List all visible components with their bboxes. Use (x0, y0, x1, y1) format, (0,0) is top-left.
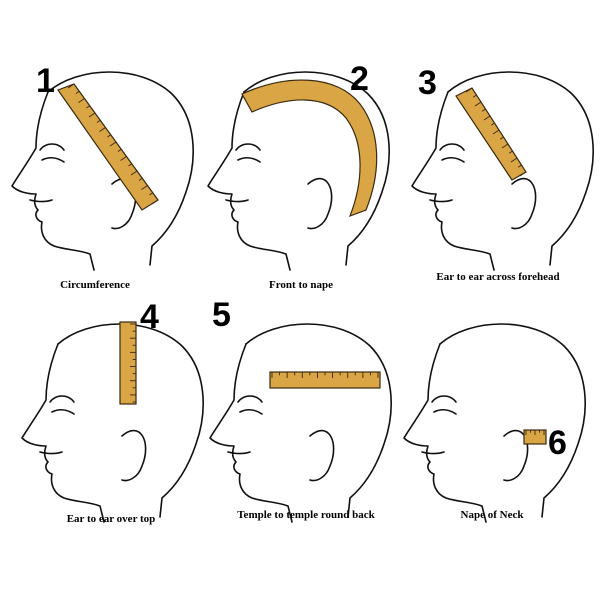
tape-tick (67, 83, 75, 89)
tape-tick (517, 164, 522, 168)
tape-tick (86, 105, 90, 109)
tape-tick (483, 115, 491, 121)
panel-6: 6 (403, 323, 586, 523)
tape-strip (455, 87, 527, 181)
tape-ticks (271, 372, 379, 378)
tape-tick (78, 98, 85, 103)
caption-nape-of-neck: Nape of Neck (461, 509, 525, 521)
tape-tick (117, 148, 122, 152)
panel-4: 4 (21, 298, 204, 523)
measuring-tape (269, 371, 381, 389)
step-number-5: 5 (212, 296, 231, 334)
panel-3: 3 (411, 64, 594, 271)
head-profile (207, 71, 390, 271)
caption-ear-to-ear-over-top: Ear to ear over top (67, 513, 156, 525)
panel-5: 5 (209, 296, 392, 523)
measuring-tape (57, 83, 159, 211)
head-profile (11, 71, 194, 271)
caption-front-to-nape: Front to nape (269, 279, 333, 291)
panel-1: 1 (11, 62, 194, 271)
tape-tick (75, 90, 80, 94)
tape-tick (490, 122, 495, 126)
tape-ticks (130, 323, 136, 403)
tape-tick (109, 141, 117, 147)
tape-tick (519, 171, 527, 177)
tape-tick (510, 157, 518, 163)
tape-tick (149, 192, 153, 196)
tape-ticks (465, 87, 527, 177)
tape-strip (241, 79, 378, 218)
tape-tick (481, 108, 486, 112)
tape-strip (119, 321, 137, 405)
tape-tick (99, 127, 106, 132)
step-number-6: 6 (548, 424, 567, 462)
step-number-1: 1 (36, 62, 55, 100)
panel-2: 2 (207, 60, 390, 271)
caption-circumference: Circumference (60, 279, 130, 291)
tape-tick (492, 129, 500, 135)
tape-strip (57, 83, 159, 211)
tape-tick (120, 156, 127, 161)
step-number-4: 4 (140, 298, 159, 336)
measuring-tape (119, 321, 137, 405)
tape-tick (96, 119, 101, 123)
tape-tick (499, 136, 504, 140)
measuring-tape (455, 87, 527, 181)
head-profile (209, 323, 392, 523)
tape-tick (128, 163, 132, 167)
step-number-3: 3 (418, 64, 437, 102)
tape-tick (472, 94, 477, 98)
tape-ticks (525, 430, 545, 435)
step-number-2: 2 (350, 60, 369, 98)
tape-ticks (67, 83, 159, 205)
measuring-tape (523, 429, 547, 445)
head-profile (411, 71, 594, 271)
head-profile (21, 323, 204, 523)
caption-temple-to-temple-round-back: Temple to temple round back (237, 509, 375, 521)
tape-tick (130, 170, 138, 176)
tape-tick (474, 101, 482, 107)
tape-tick (465, 87, 473, 93)
head-profile (403, 323, 586, 523)
tape-tick (151, 199, 159, 205)
tape-tick (88, 112, 96, 118)
tape-tick (508, 150, 513, 154)
tape-tick (141, 185, 148, 190)
caption-ear-to-ear-across-forehead: Ear to ear across forehead (436, 271, 559, 283)
tape-tick (501, 143, 509, 149)
tape-tick (107, 134, 111, 138)
measuring-tape (241, 79, 378, 218)
tape-tick (138, 177, 143, 181)
